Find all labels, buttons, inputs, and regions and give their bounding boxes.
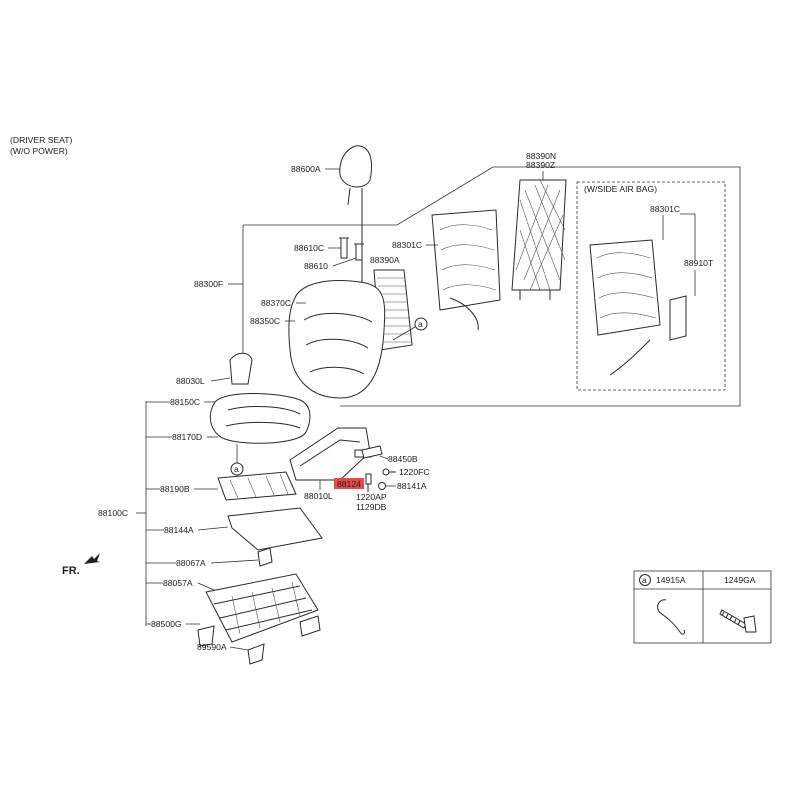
label-88600A: 88600A — [291, 164, 321, 174]
side-airbag-frame — [589, 239, 687, 376]
highlight-88124 — [334, 478, 364, 489]
seat-cushion — [210, 393, 311, 444]
label-88141A: 88141A — [397, 481, 427, 491]
legend-col1: 14915A — [656, 575, 686, 585]
screw-1220FC — [382, 468, 396, 476]
label-88301C-a: 88301C — [392, 240, 422, 250]
label-1220AP: 1220AP — [356, 492, 387, 502]
label-88350C: 88350C — [250, 316, 280, 326]
label-88100C: 88100C — [98, 508, 128, 518]
label-88057A: 88057A — [163, 578, 193, 588]
label-88450B: 88450B — [388, 454, 418, 464]
callout-a-cushion-letter: a — [234, 464, 239, 474]
seatback-cushion — [288, 280, 386, 399]
wire-88067A — [257, 547, 273, 567]
clip-88141A — [378, 482, 386, 490]
legend-callout-a: a — [642, 575, 647, 585]
label-88610C: 88610C — [294, 243, 324, 253]
label-89590A: 89590A — [197, 642, 227, 652]
legend-col2: 1249GA — [724, 575, 756, 585]
cushion-group-bracket — [136, 401, 147, 626]
cushion-mat — [227, 507, 323, 551]
note-side-airbag: (W/SIDE AIR BAG) — [584, 184, 657, 194]
lever-knob — [361, 445, 383, 459]
fastener-legend-table: a 14915A 1249GA — [633, 570, 772, 644]
label-88300F: 88300F — [194, 279, 223, 289]
label-88150C: 88150C — [170, 397, 200, 407]
label-88067A: 88067A — [176, 558, 206, 568]
label-88390Z: 88390Z — [526, 160, 555, 170]
hook-clip-icon — [657, 599, 685, 635]
note-driver-seat: (DRIVER SEAT) — [10, 135, 73, 145]
label-88190B: 88190B — [160, 484, 190, 494]
label-88144A: 88144A — [164, 525, 194, 535]
label-88170D: 88170D — [172, 432, 202, 442]
label-88124: 88124 — [337, 479, 361, 489]
callout-a-back — [414, 317, 428, 331]
seatback-frame-outline — [242, 166, 741, 407]
label-88910T: 88910T — [684, 258, 714, 268]
label-88370C: 88370C — [261, 298, 291, 308]
label-88500G: 88500G — [151, 619, 182, 629]
label-88010L: 88010L — [304, 491, 333, 501]
bolt-1220AP — [365, 473, 372, 492]
label-88390A: 88390A — [370, 255, 400, 265]
seat-track-assembly — [197, 573, 321, 665]
svg-text:FR.: FR. — [62, 565, 80, 577]
label-88390N: 88390N — [526, 151, 556, 161]
callout-a-back-letter: a — [418, 319, 423, 329]
label-88030L: 88030L — [176, 376, 205, 386]
cushion-pad — [217, 471, 297, 501]
label-1129DB: 1129DB — [356, 502, 387, 512]
side-airbag-box — [576, 181, 726, 391]
note-wo-power: (W/O POWER) — [10, 146, 68, 156]
front-arrow: FR. — [62, 553, 100, 577]
headrest-guides — [339, 237, 364, 261]
label-1220FC: 1220FC — [399, 467, 430, 477]
label-88301C-b: 88301C — [650, 204, 680, 214]
label-88610: 88610 — [304, 261, 328, 271]
seatback-board — [511, 179, 567, 300]
screw-icon — [719, 609, 757, 633]
seatback-frame — [431, 209, 501, 331]
headrest — [339, 145, 373, 285]
recliner-cover — [229, 352, 253, 385]
